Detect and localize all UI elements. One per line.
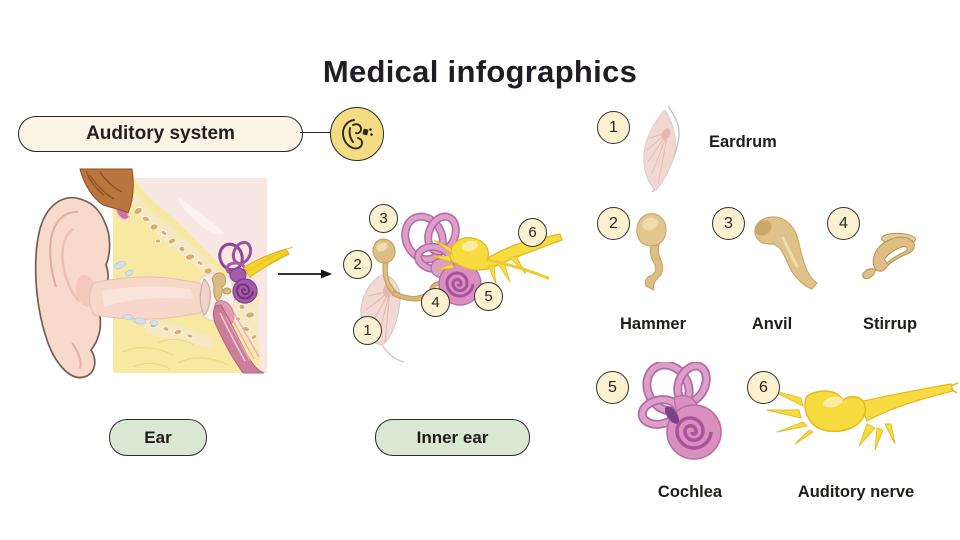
label-connector-line — [300, 132, 331, 133]
hair-patch — [79, 168, 134, 214]
ear-canal — [89, 276, 205, 320]
ear-caption: Ear — [109, 419, 207, 456]
stirrup-illustration — [862, 232, 916, 280]
eardrum-illustration — [643, 105, 680, 193]
ear-icon-badge — [330, 107, 384, 161]
part-label-stirrup: Stirrup — [862, 315, 918, 333]
diagram-semicircular-canals — [401, 212, 460, 279]
diagram-badge-6: 6 — [518, 218, 547, 247]
inner-ear-caption: Inner ear — [375, 419, 530, 456]
nerve-bundle — [243, 246, 293, 278]
ear-cross-section-illustration — [34, 168, 293, 379]
diagram-badge-2: 2 — [343, 250, 372, 279]
part-label-auditory-nerve: Auditory nerve — [797, 483, 915, 501]
part-label-hammer: Hammer — [619, 315, 687, 333]
hammer-illustration — [636, 213, 667, 291]
diagram-badge-4: 4 — [421, 288, 450, 317]
part-label-anvil: Anvil — [751, 315, 793, 333]
part-badge-1: 1 — [597, 111, 630, 144]
diagram-badge-3: 3 — [369, 204, 398, 233]
diagram-badge-5: 5 — [474, 282, 503, 311]
cochlea-illustration — [637, 362, 722, 460]
part-label-cochlea: Cochlea — [657, 483, 723, 501]
part-badge-3: 3 — [712, 207, 745, 240]
ear-icon — [342, 119, 373, 150]
auditory-nerve-illustration — [766, 382, 959, 451]
anvil-illustration — [754, 216, 818, 290]
part-badge-6: 6 — [747, 371, 780, 404]
page-title: Medical infographics — [322, 54, 638, 89]
eustachian-tube — [212, 300, 265, 374]
arrow-right-icon — [278, 269, 332, 279]
part-badge-2: 2 — [597, 207, 630, 240]
part-label-eardrum: Eardrum — [709, 133, 777, 151]
diagram-badge-1: 1 — [353, 316, 382, 345]
auditory-system-label-text: Auditory system — [86, 123, 235, 144]
inner-ear-structures — [218, 240, 258, 304]
cartilage-bits — [114, 260, 159, 326]
part-badge-5: 5 — [596, 371, 629, 404]
part-badge-4: 4 — [827, 207, 860, 240]
auditory-system-label: Auditory system — [18, 116, 303, 152]
